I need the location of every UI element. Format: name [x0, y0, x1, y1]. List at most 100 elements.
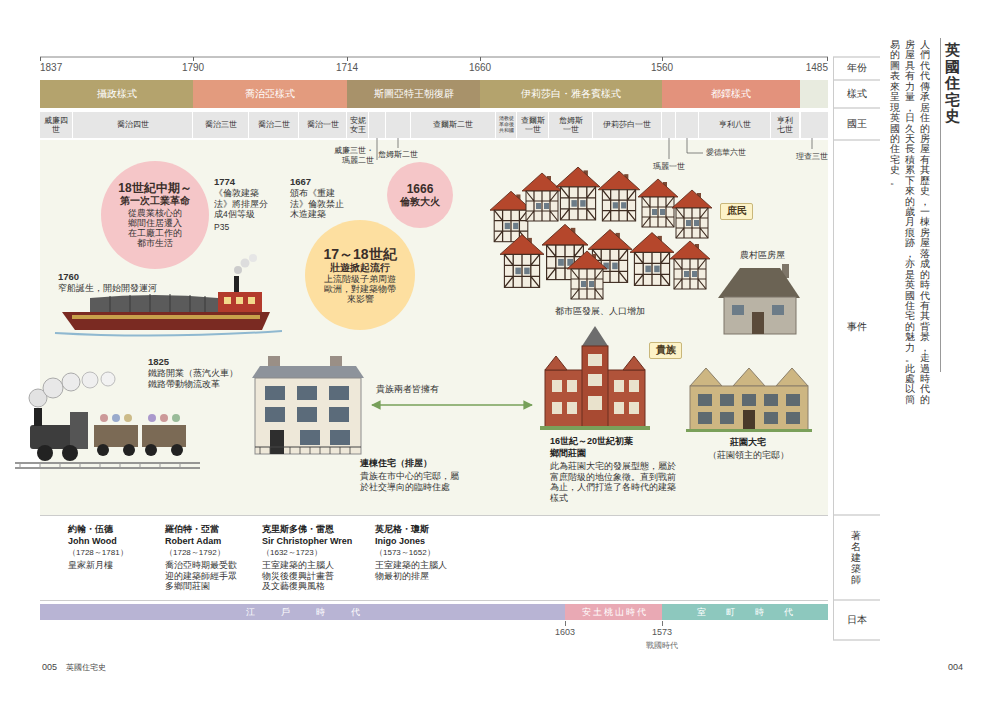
style-band-text: 喬治亞樣式 — [245, 87, 295, 101]
jacobean-manor-part — [614, 402, 624, 414]
king-cell-text: 威廉四世 — [42, 116, 70, 134]
style-band-text: 攝政樣式 — [97, 87, 137, 101]
rural-cottage-part — [724, 297, 796, 334]
steam-train-part — [123, 444, 135, 456]
manor-house-part — [690, 386, 808, 430]
king-cell: 喬治二世 — [249, 112, 299, 138]
steam-train-part — [97, 444, 109, 456]
king-cell: 查爾斯二世 — [411, 112, 496, 138]
style-band-text: 都鐸樣式 — [711, 87, 751, 101]
architect: 克里斯多佛・雷恩 — [262, 524, 334, 536]
narrowboat-part — [110, 294, 205, 312]
narrowboat-part — [249, 254, 257, 262]
narrowboat-part — [218, 292, 262, 312]
manor-house-part — [686, 429, 812, 432]
terraced-house — [252, 356, 364, 454]
rural-cottage-part — [732, 305, 744, 315]
jacobean-manor-part — [552, 380, 562, 392]
jacobean-manor-part — [629, 380, 639, 392]
grid — [40, 38, 941, 640]
jacobean-manor-part — [567, 402, 577, 414]
king-cell-text: 喬治二世 — [258, 120, 290, 129]
king-cell: 清教徒革命後共和國 — [496, 112, 517, 138]
caption: 16世紀～20世紀初葉 — [550, 436, 633, 447]
manor-house-part — [786, 412, 800, 424]
architect: 約翰・伍德 — [68, 524, 113, 536]
steam-train-part — [70, 412, 88, 449]
grid-part — [40, 57, 828, 58]
terraced-house-part — [260, 447, 350, 454]
caption: 鄉間莊園 — [550, 448, 586, 459]
steam-train-part — [160, 414, 168, 422]
caption: （莊園領主的宅邸） — [698, 450, 798, 461]
leader-lines-part — [812, 138, 813, 149]
style-band: 伊莉莎白・雅各賓樣式 — [480, 80, 662, 108]
manor-house-part — [786, 394, 800, 406]
jacobean-manor-part — [588, 354, 602, 366]
steam-train-part — [34, 408, 42, 426]
king-cell: 詹姆斯一世 — [549, 112, 593, 138]
rural-cottage — [718, 264, 800, 334]
event-circle-text: 倫敦大火 — [400, 196, 440, 208]
narrowboat-part — [236, 297, 243, 304]
class-tag: 貴族 — [649, 342, 682, 359]
terraced-house-part — [329, 386, 349, 400]
rural-cottage-part — [752, 312, 764, 334]
class-tag-text: 貴族 — [656, 344, 676, 357]
steam-train-part — [124, 414, 132, 422]
terraced-house-part — [265, 386, 285, 400]
caption: 莊園大宅 — [698, 437, 798, 448]
narrowboat-part — [234, 266, 242, 274]
jacobean-manor-part — [588, 396, 602, 410]
king-cell-text: 伊莉莎白一世 — [603, 120, 651, 129]
king-cell: 喬治三世 — [193, 112, 249, 138]
terraced-house-part — [300, 430, 320, 445]
king-cell: 威廉四世 — [40, 112, 73, 138]
jacobean-manor-part — [588, 374, 602, 386]
half-timbered-village-part — [567, 251, 607, 299]
caption: 貴族在市中心的宅邸，屬於社交導向的臨時住處 — [360, 471, 460, 492]
row-header: 國王 — [833, 118, 880, 130]
narrowboat-part — [224, 297, 231, 304]
architect: Sir Christopher Wren — [262, 536, 352, 548]
jacobean-manor-part — [552, 402, 562, 414]
grid-part — [40, 112, 828, 138]
leader-lines-part — [398, 138, 399, 148]
caption: 連棟住宅（排屋） — [360, 458, 432, 469]
event-note: 貴族兩者皆擁有 — [376, 384, 439, 395]
narrowboat-part — [90, 295, 218, 312]
terraced-house-part — [252, 366, 364, 378]
grid-part — [566, 621, 663, 626]
steam-train-part — [94, 425, 138, 447]
intro-text: 人們代代傳承居住的房屋有其歷史，一棟房屋落成的時代有其背景，走過時代的房屋具有力… — [890, 40, 930, 407]
japan-year: 1603 — [545, 627, 585, 638]
year-label: 1485 — [788, 62, 828, 74]
king-cell: 伊莉莎白一世 — [593, 112, 662, 138]
steam-train-part — [112, 414, 120, 422]
japan-period: 室町時代 — [662, 604, 828, 620]
steam-train-part — [148, 414, 156, 422]
year-label: 1714 — [327, 62, 367, 74]
grid-part — [386, 112, 801, 138]
architect: Robert Adam — [165, 536, 221, 548]
steam-train-part — [142, 425, 186, 447]
grid-part — [800, 80, 828, 108]
steam-train-part — [62, 445, 78, 461]
event-note: 鐵路開業（蒸汽火車）鐵路帶動物流改革 — [148, 368, 238, 389]
jacobean-manor-part — [614, 380, 624, 392]
page-footer: 英國住宅史 — [66, 663, 106, 673]
architect: John Wood — [68, 536, 117, 548]
manor-house-part — [720, 412, 734, 424]
terraced-house-part — [265, 407, 285, 422]
jacobean-manor-part — [623, 356, 645, 370]
manor-house — [686, 368, 812, 432]
manor-house-part — [733, 368, 765, 386]
architect: Inigo Jones — [375, 536, 425, 548]
event-note: 窄船誕生，開始開發運河 — [58, 283, 157, 294]
architect: 英尼格・瓊斯 — [375, 524, 429, 536]
half-timbered-village-part — [672, 190, 712, 238]
event-circle: 1666倫敦大火 — [387, 162, 453, 228]
jacobean-manor-part — [582, 326, 608, 346]
class-tag: 庶民 — [720, 203, 753, 220]
king-cell-text: 亨利七世 — [776, 116, 794, 134]
